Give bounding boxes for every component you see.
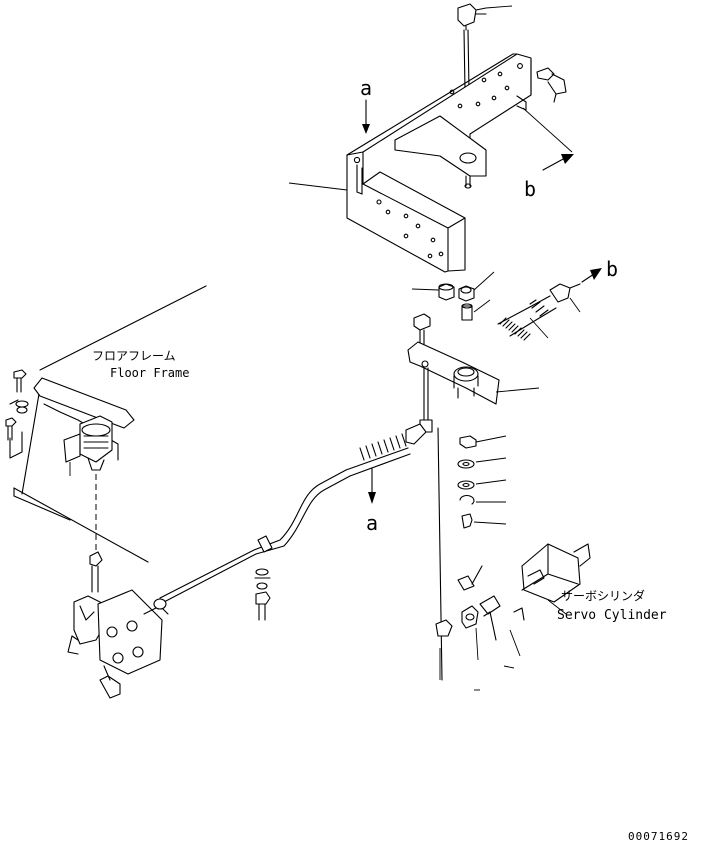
floor-frame-label-jp: フロアフレーム xyxy=(92,349,176,363)
control-cable xyxy=(159,423,427,603)
washer-column xyxy=(457,435,507,529)
floor-frame xyxy=(13,285,207,563)
drawing-number: 00071692 xyxy=(628,830,689,843)
bracket-assembly xyxy=(288,3,574,273)
pedal-bolts xyxy=(5,369,29,441)
nut-stack xyxy=(411,271,495,349)
servo-cylinder-label-en: Servo Cylinder xyxy=(557,608,667,623)
ref-label-a-top: a xyxy=(360,76,372,100)
servo-cylinder xyxy=(435,543,591,691)
bolt xyxy=(536,67,567,103)
ref-label-b-cable: b xyxy=(606,257,618,281)
loose-bolt xyxy=(254,568,271,621)
cable-spring xyxy=(497,268,602,341)
accelerator-pedal xyxy=(9,377,135,476)
ref-label-b-right: b xyxy=(524,177,536,201)
lever-plate xyxy=(407,341,540,433)
floor-frame-label-en: Floor Frame xyxy=(110,366,189,380)
servo-cylinder-label-jp: サーボシリンダ xyxy=(561,588,645,603)
pedal-linkage xyxy=(67,551,169,699)
control-rod xyxy=(437,427,443,681)
elbow-fitting xyxy=(457,3,487,31)
ref-label-a-bottom: a xyxy=(366,511,378,535)
